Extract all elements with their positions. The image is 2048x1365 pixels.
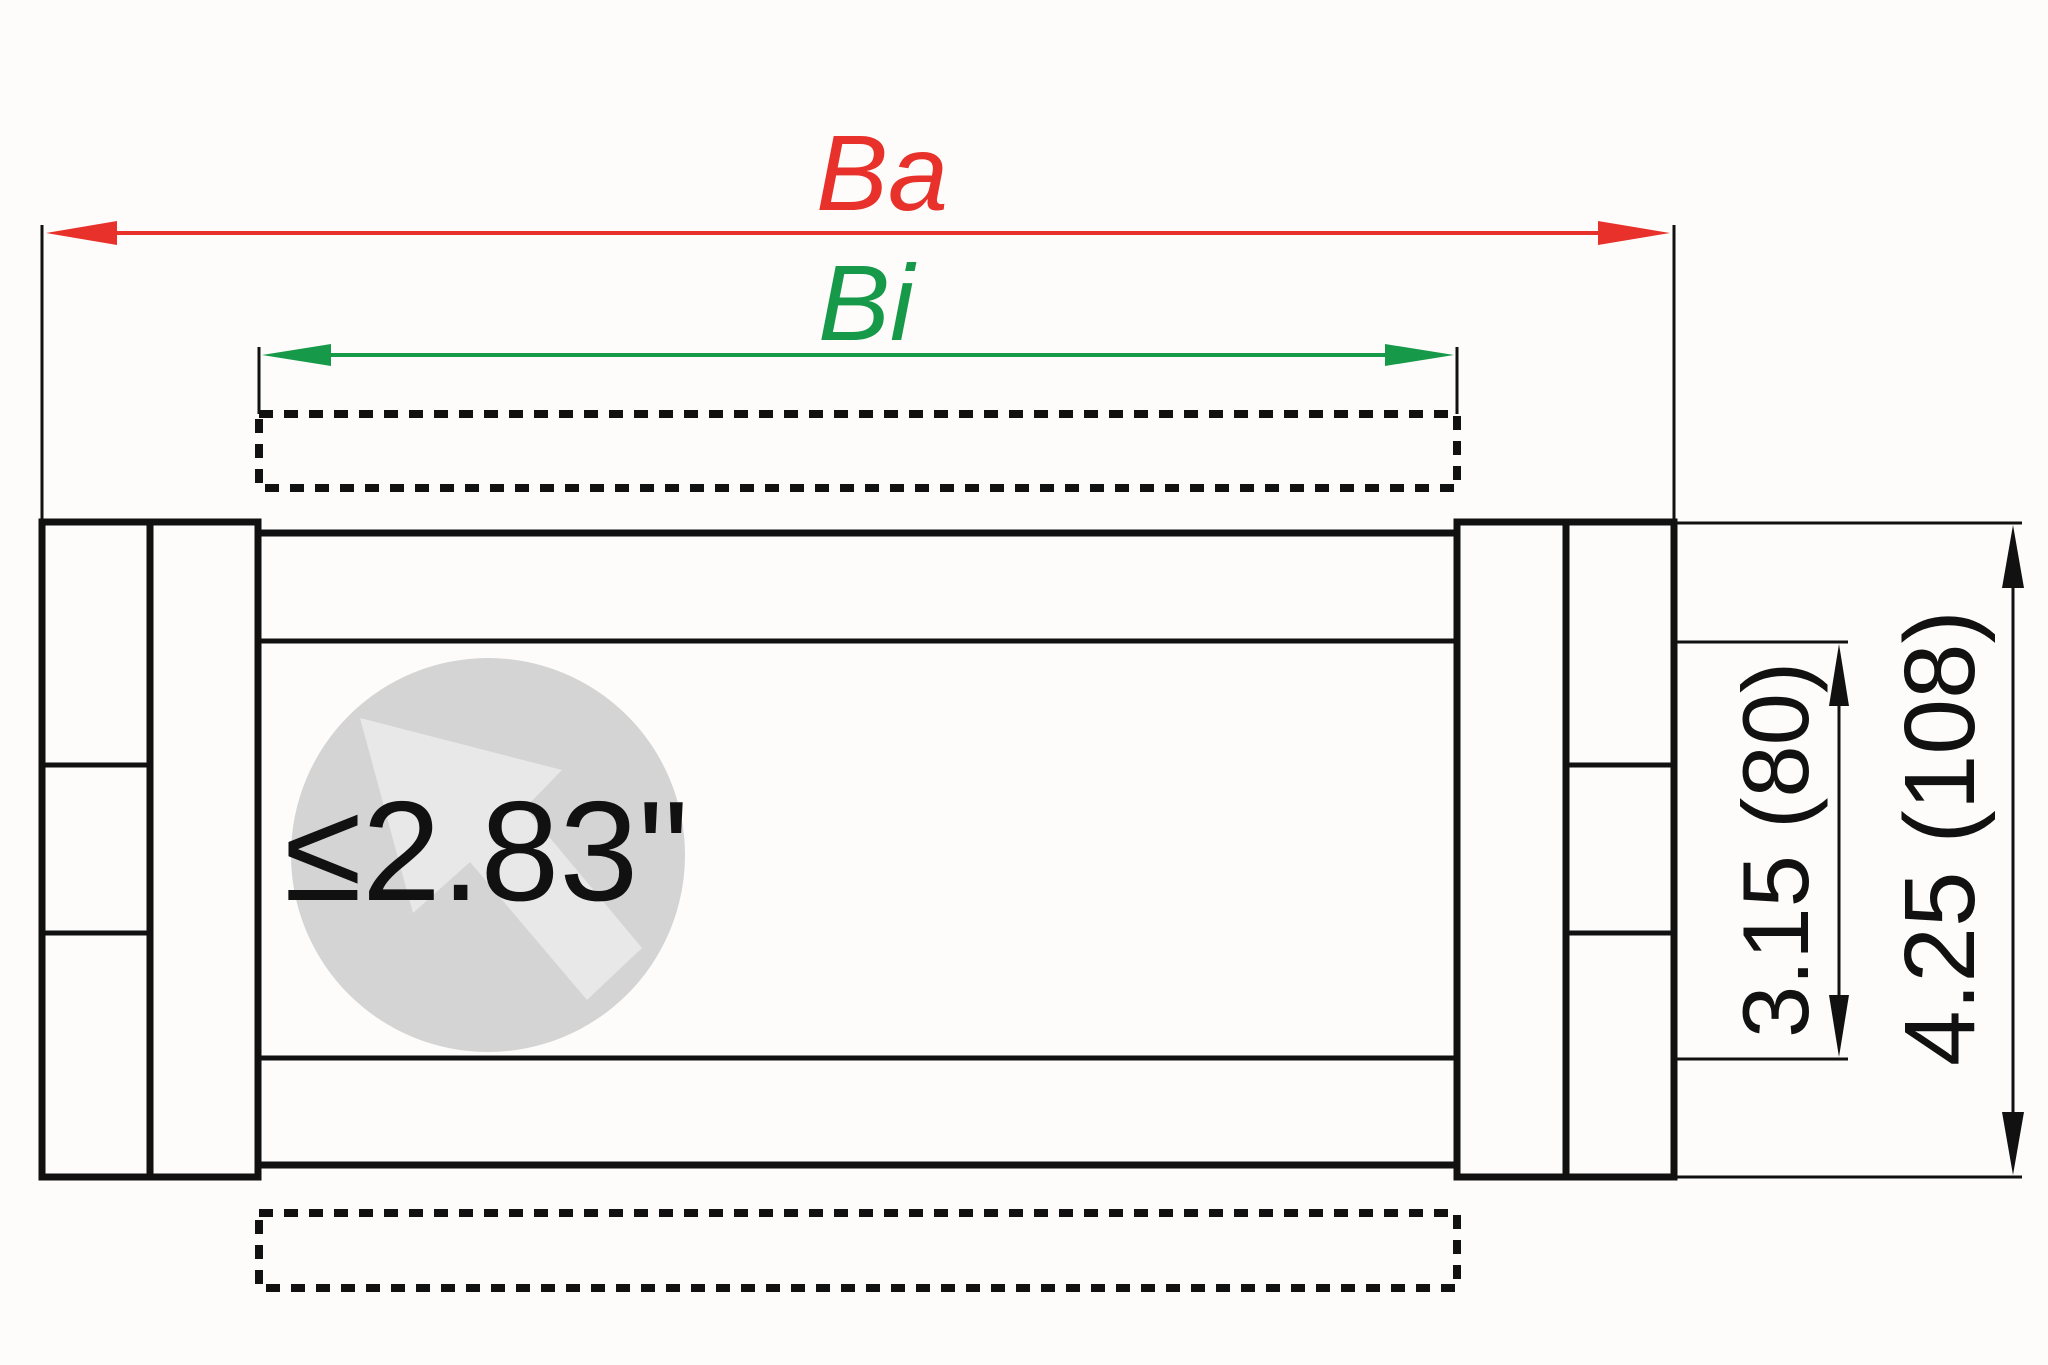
arrowhead-down-icon bbox=[2002, 1112, 2024, 1175]
arrowhead-left-icon bbox=[46, 221, 117, 245]
arrowhead-left-icon bbox=[262, 344, 331, 366]
crossbars bbox=[258, 529, 1457, 1169]
top-dashed-outline bbox=[255, 410, 1461, 492]
outer-height-dimension: 4.25 (108) bbox=[1674, 521, 2024, 1179]
outer-width-label: Ba bbox=[816, 112, 948, 233]
arrowhead-up-icon bbox=[2002, 525, 2024, 588]
diagonal-arrow-icon bbox=[360, 718, 642, 1000]
outer-width-dimension: Ba bbox=[40, 112, 1676, 522]
arrowhead-up-icon bbox=[1829, 644, 1849, 706]
right-side-link bbox=[1453, 518, 1678, 1181]
arrowhead-down-icon bbox=[1829, 995, 1849, 1057]
left-side-link bbox=[38, 518, 262, 1181]
max-cable-diameter-label: ≤2.83" bbox=[284, 772, 689, 931]
bottom-dashed-outline bbox=[255, 1209, 1461, 1292]
max-cable-indicator: ≤2.83" bbox=[284, 658, 689, 1052]
inner-width-dimension: Bi bbox=[257, 242, 1459, 414]
inner-height-dimension: 3.15 (80) bbox=[1674, 640, 1849, 1061]
inner-height-label: 3.15 (80) bbox=[1723, 662, 1828, 1038]
arrowhead-right-icon bbox=[1598, 221, 1670, 245]
arrowhead-right-icon bbox=[1385, 344, 1454, 366]
outer-height-label: 4.25 (108) bbox=[1884, 610, 1996, 1066]
inner-width-label: Bi bbox=[818, 242, 917, 363]
